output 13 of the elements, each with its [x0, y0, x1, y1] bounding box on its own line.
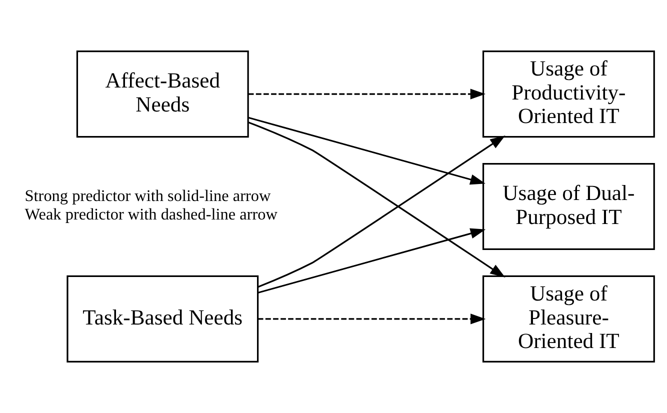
- arrow: [258, 228, 486, 294]
- label: Weak predictor with dashed-line arrow: [24, 205, 278, 224]
- node-box: Usage of Pleasure-Oriented IT: [482, 275, 655, 362]
- arrow: [258, 314, 486, 324]
- arrow: [248, 121, 506, 278]
- node-box: Affect-Based Needs: [76, 50, 249, 138]
- arrow: [248, 88, 486, 100]
- arrow: [258, 135, 506, 288]
- node-box: Usage of Dual-Purposed IT: [482, 162, 655, 250]
- node-box: Task-Based Needs: [66, 275, 259, 362]
- arrow: [248, 116, 486, 185]
- node-box: Usage of Productivity-Oriented IT: [482, 50, 655, 138]
- label: Strong predictor with solid-line arrow: [24, 187, 271, 206]
